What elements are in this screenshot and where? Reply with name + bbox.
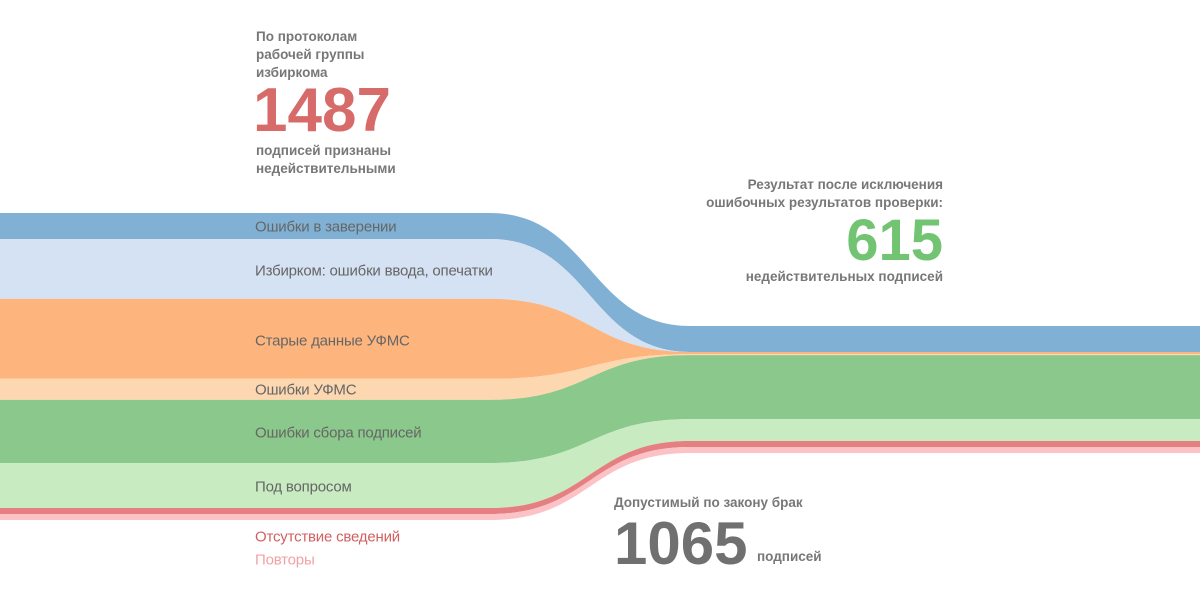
- sankey-band-5: [0, 419, 1200, 509]
- caption-line: По протоколам: [256, 29, 358, 44]
- footer-title: Допустимый по закону брак: [614, 495, 803, 510]
- band-label-fms-errors: Ошибки УФМС: [255, 381, 357, 399]
- band-label-old-fms-data: Старые данные УФМС: [255, 332, 410, 350]
- sankey-band-3: [0, 354, 1200, 400]
- caption-line: подписей признаны: [256, 143, 392, 158]
- result-invalid-number: 615: [846, 208, 943, 273]
- header-right-subcaption: недействительных подписей: [745, 269, 943, 284]
- total-invalid-number: 1487: [253, 76, 391, 145]
- sankey-band-4: [0, 355, 1200, 464]
- caption-line: Результат после исключения: [747, 177, 943, 192]
- sankey-band-1: [0, 239, 1200, 353]
- band-label-commission-typos: Избирком: ошибки ввода, опечатки: [255, 262, 493, 280]
- sankey-band-0: [0, 213, 1200, 353]
- caption-line: недействительными: [256, 161, 396, 176]
- caption-line: избиркома: [256, 65, 328, 80]
- band-label-questionable: Под вопросом: [255, 478, 352, 496]
- header-left-subcaption: подписей признаны недействительными: [256, 142, 396, 178]
- band-label-duplicates: Повторы: [255, 551, 315, 569]
- band-label-collection-errors: Ошибки сбора подписей: [255, 424, 422, 442]
- caption-line: ошибочных результатов проверки:: [706, 195, 943, 210]
- band-label-missing-info: Отсутствие сведений: [255, 528, 400, 546]
- footer-unit: подписей: [757, 549, 822, 564]
- sankey-band-2: [0, 298, 1200, 379]
- allowed-defect-number: 1065: [614, 510, 748, 577]
- band-label-certification-errors: Ошибки в заверении: [255, 218, 397, 236]
- header-right-caption: Результат после исключения ошибочных рез…: [706, 176, 943, 212]
- header-left-caption: По протоколам рабочей группы избиркома: [256, 28, 364, 82]
- caption-line: рабочей группы: [256, 47, 365, 62]
